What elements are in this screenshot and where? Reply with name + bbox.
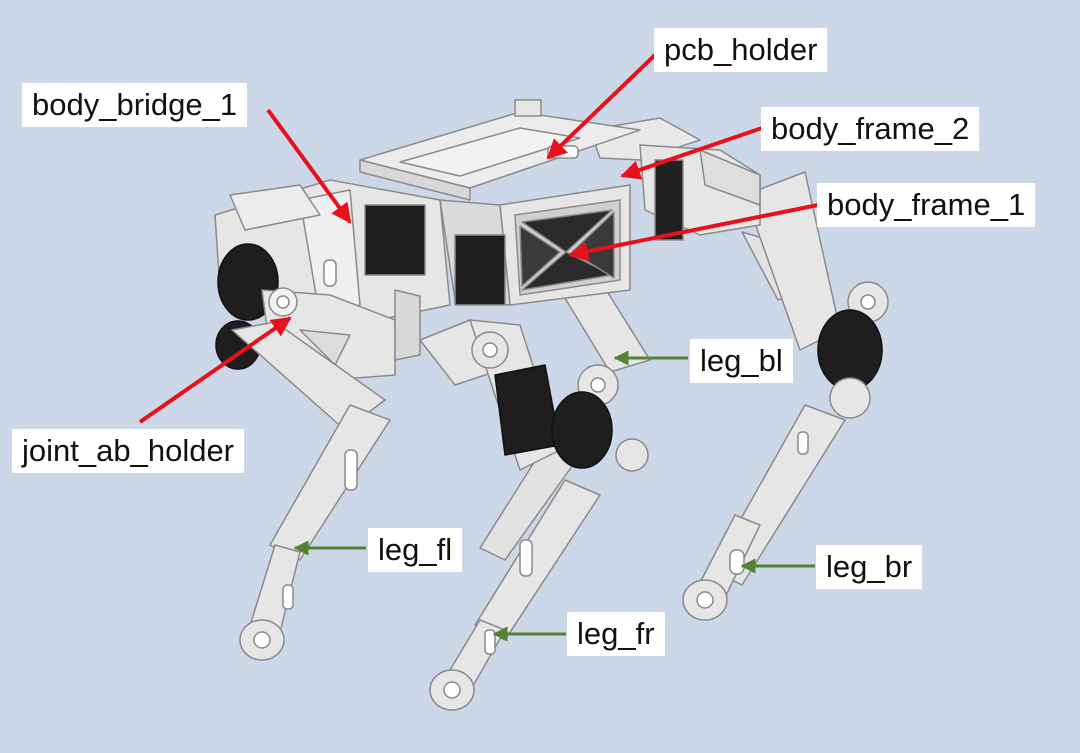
leg-br-part [682, 171, 889, 621]
body-frame-1-label: body_frame_1 [817, 183, 1036, 227]
pcb-holder-arrow [546, 53, 657, 160]
leg-bl-part [479, 279, 651, 561]
body-bridge-1-arrow [266, 108, 352, 224]
joint-ab-holder-label: joint_ab_holder [12, 429, 245, 473]
body-bridge-1-label: body_bridge_1 [22, 83, 248, 127]
leg-br-label: leg_br [816, 545, 923, 589]
body-frame-1-arrow [568, 203, 819, 262]
leg-fl-label: leg_fl [368, 528, 463, 572]
leg-fl-part [231, 321, 391, 661]
leg-bl-label: leg_bl [690, 339, 793, 383]
body-frame-2-label: body_frame_2 [761, 107, 980, 151]
leg-fr-label: leg_fr [567, 612, 665, 656]
joint-ab-holder-arrow [138, 316, 292, 424]
pcb-holder-label: pcb_holder [654, 28, 828, 72]
body-frame-1-part [439, 184, 631, 306]
joint-ab-holder-part [215, 243, 421, 381]
leg-fr-part [419, 319, 613, 711]
body-frame-2-arrow [620, 126, 763, 180]
pcb-holder-part [359, 99, 641, 201]
